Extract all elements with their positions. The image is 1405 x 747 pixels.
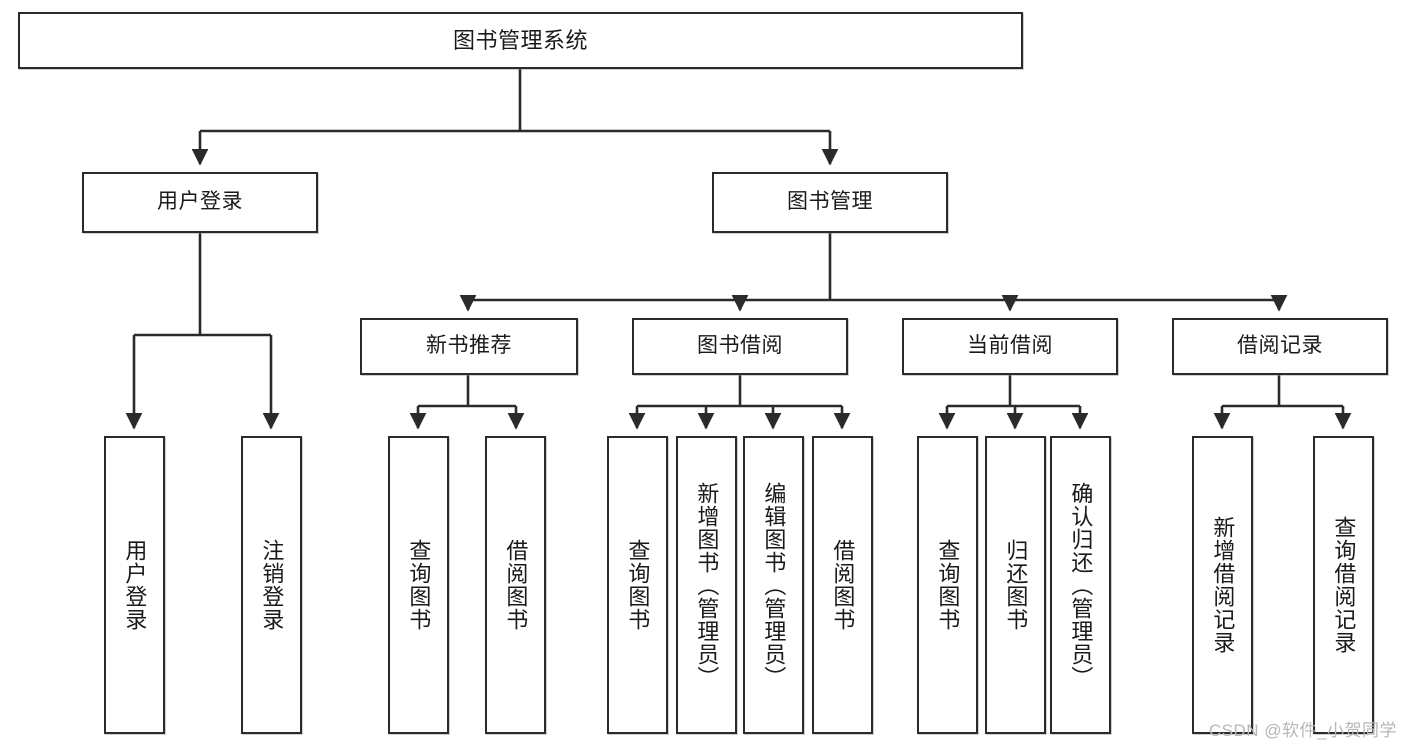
node-borrow-record-label: 借阅记录 bbox=[1237, 334, 1323, 358]
node-leaf-borrow-book-2-label: 借阅图书 bbox=[830, 539, 856, 631]
node-leaf-logout-login[interactable]: 注销登录 bbox=[241, 436, 302, 734]
node-leaf-add-book-label: 新增图书（管理员） bbox=[694, 481, 720, 689]
node-leaf-query-book-3-label: 查询图书 bbox=[935, 539, 961, 631]
node-leaf-user-login-label: 用户登录 bbox=[122, 539, 148, 631]
node-book-borrow-label: 图书借阅 bbox=[697, 334, 783, 358]
node-leaf-query-book-1[interactable]: 查询图书 bbox=[388, 436, 449, 734]
node-root-label: 图书管理系统 bbox=[452, 27, 588, 53]
node-leaf-add-book[interactable]: 新增图书（管理员） bbox=[676, 436, 737, 734]
node-leaf-query-book-2-label: 查询图书 bbox=[625, 539, 651, 631]
node-leaf-edit-book[interactable]: 编辑图书（管理员） bbox=[743, 436, 804, 734]
node-leaf-query-borrow-record-label: 查询借阅记录 bbox=[1331, 516, 1357, 654]
node-leaf-borrow-book-2[interactable]: 借阅图书 bbox=[812, 436, 873, 734]
node-current-borrow-label: 当前借阅 bbox=[967, 334, 1053, 358]
node-leaf-logout-login-label: 注销登录 bbox=[259, 539, 285, 631]
node-new-book-recommend-label: 新书推荐 bbox=[426, 334, 512, 358]
node-new-book-recommend[interactable]: 新书推荐 bbox=[360, 318, 578, 375]
csdn-watermark: CSDN @软件_小贺同学 bbox=[1208, 721, 1397, 740]
node-book-manage[interactable]: 图书管理 bbox=[712, 172, 948, 233]
node-root[interactable]: 图书管理系统 bbox=[18, 12, 1023, 69]
node-leaf-return-book-label: 归还图书 bbox=[1003, 539, 1029, 631]
node-borrow-record[interactable]: 借阅记录 bbox=[1172, 318, 1388, 375]
node-leaf-add-borrow-record[interactable]: 新增借阅记录 bbox=[1192, 436, 1253, 734]
node-current-borrow[interactable]: 当前借阅 bbox=[902, 318, 1118, 375]
node-book-borrow[interactable]: 图书借阅 bbox=[632, 318, 848, 375]
node-book-manage-label: 图书管理 bbox=[787, 190, 873, 214]
node-leaf-confirm-return-label: 确认归还（管理员） bbox=[1068, 481, 1094, 689]
node-user-login-label: 用户登录 bbox=[157, 190, 243, 214]
node-leaf-query-book-3[interactable]: 查询图书 bbox=[917, 436, 978, 734]
node-leaf-borrow-book-1-label: 借阅图书 bbox=[503, 539, 529, 631]
node-leaf-user-login[interactable]: 用户登录 bbox=[104, 436, 165, 734]
node-leaf-edit-book-label: 编辑图书（管理员） bbox=[761, 481, 787, 689]
node-leaf-confirm-return[interactable]: 确认归还（管理员） bbox=[1050, 436, 1111, 734]
node-leaf-query-book-2[interactable]: 查询图书 bbox=[607, 436, 668, 734]
node-leaf-query-borrow-record[interactable]: 查询借阅记录 bbox=[1313, 436, 1374, 734]
node-leaf-borrow-book-1[interactable]: 借阅图书 bbox=[485, 436, 546, 734]
node-leaf-query-book-1-label: 查询图书 bbox=[406, 539, 432, 631]
node-leaf-add-borrow-record-label: 新增借阅记录 bbox=[1210, 516, 1236, 654]
node-user-login[interactable]: 用户登录 bbox=[82, 172, 318, 233]
node-leaf-return-book[interactable]: 归还图书 bbox=[985, 436, 1046, 734]
